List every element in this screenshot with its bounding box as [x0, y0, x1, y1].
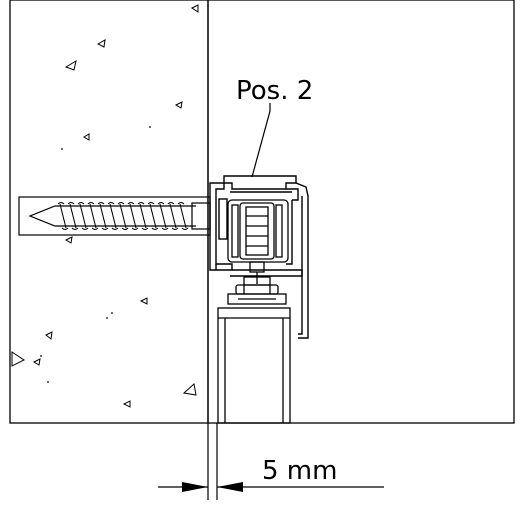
roller-carriage — [227, 199, 289, 284]
position-label: Pos. 2 — [236, 76, 313, 106]
track-profile — [209, 175, 309, 339]
position-leader-line — [251, 103, 271, 178]
screw — [18, 196, 211, 236]
dimension-lines — [158, 423, 384, 500]
door-panel — [217, 307, 291, 424]
adjacent-panel — [207, 0, 515, 424]
dimension-label: 5 mm — [262, 456, 337, 486]
suspension-bolt — [227, 276, 287, 305]
